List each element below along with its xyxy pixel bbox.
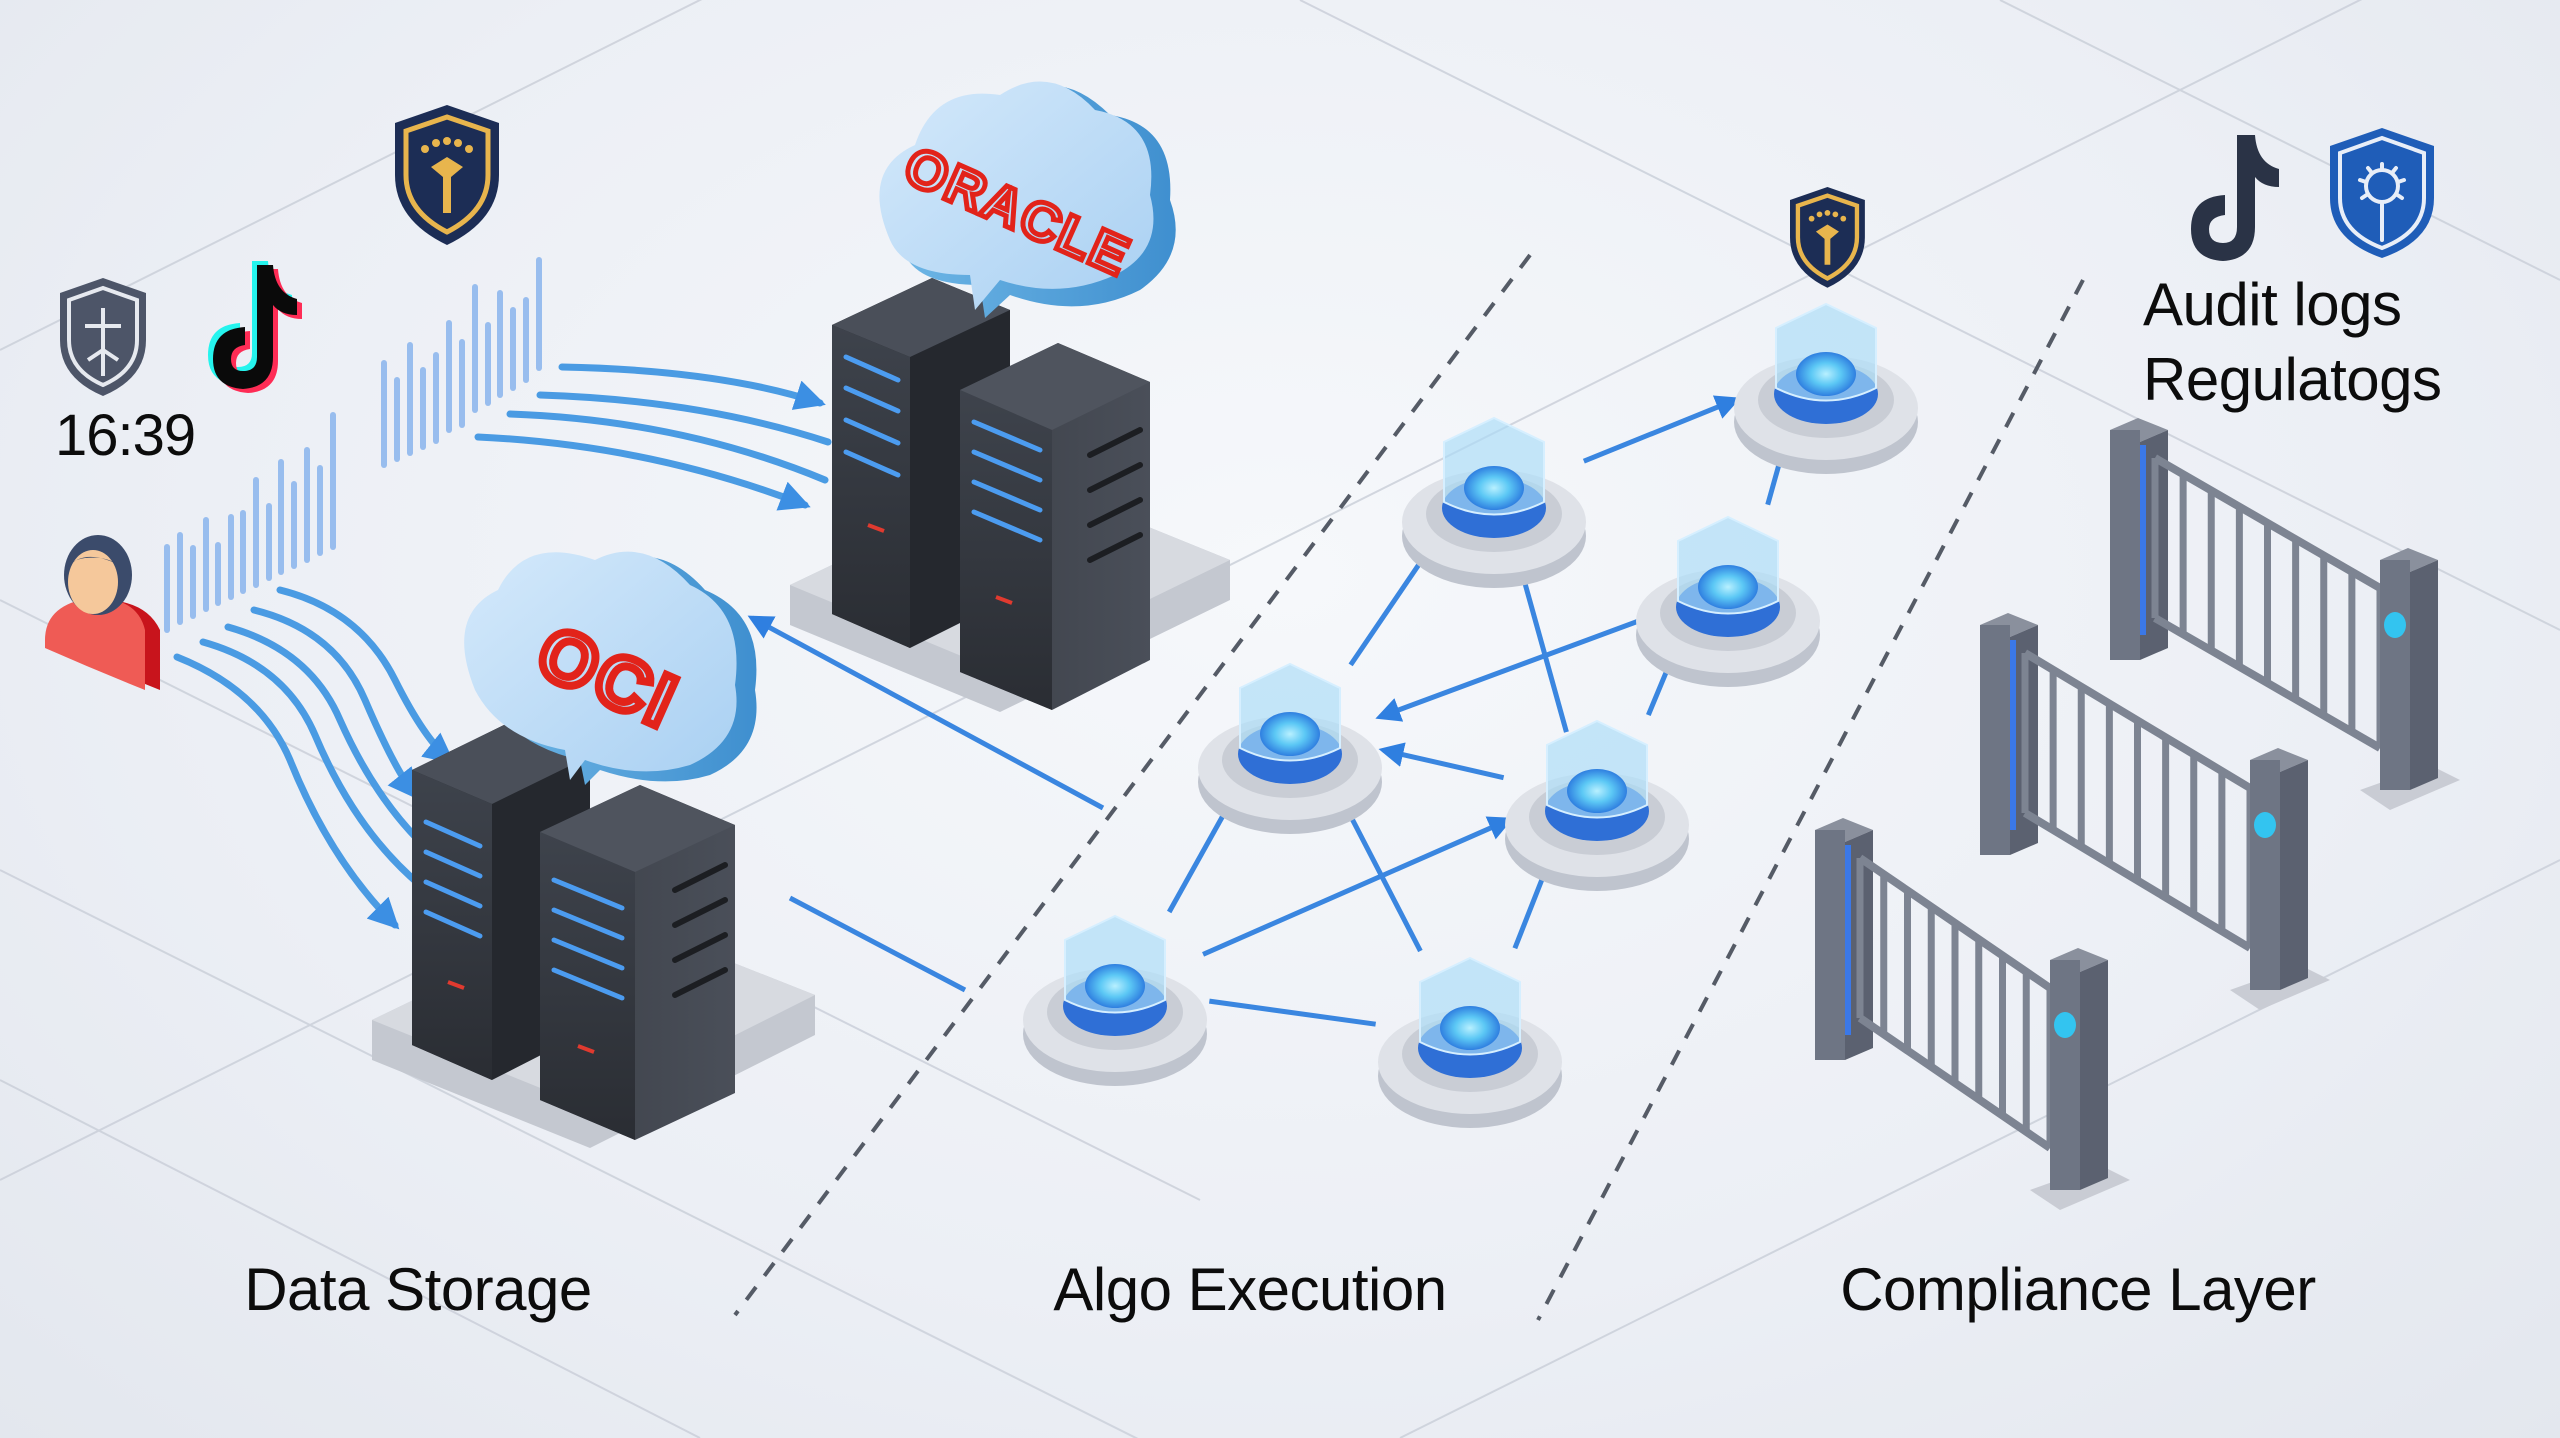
section-label-data-storage: Data Storage (244, 1256, 592, 1323)
server-unit (540, 785, 735, 1140)
algo-edge (1337, 790, 1423, 953)
tiktok-icon (2191, 135, 2279, 261)
blue-shield-icon (2330, 128, 2434, 258)
algo-edge (1378, 742, 1505, 781)
audit-logs-label: Audit logs (2143, 271, 2402, 338)
divider-algo-compliance (1536, 279, 2085, 1321)
compliance-gate (1980, 613, 2330, 1010)
regulatory-logs-label: Regulatogs (2143, 346, 2442, 413)
gold-shield-icon (395, 105, 499, 245)
compliance-gate (2110, 418, 2460, 810)
algo-node (1378, 956, 1562, 1128)
algo-node (1505, 719, 1689, 891)
algo-edge (1582, 395, 1741, 464)
algo-edge (1208, 998, 1377, 1027)
flow-arrows-to-oracle (474, 363, 832, 511)
signal-bars-icon (164, 257, 542, 633)
algo-node (1023, 914, 1207, 1086)
algo-node (1636, 515, 1820, 687)
server-unit (960, 343, 1150, 710)
oracle-cloud: ORACLE (879, 81, 1176, 319)
compliance-gate (1815, 818, 2130, 1210)
algo-to-storage-arrows (747, 615, 1105, 993)
section-label-compliance-layer: Compliance Layer (1840, 1256, 2316, 1323)
gold-shield-icon (1790, 187, 1865, 288)
oracle-server-group: ORACLE (790, 81, 1230, 712)
divider-storage-algo (733, 253, 1532, 1317)
oci-cloud: OCI (464, 551, 757, 785)
oci-server-group: OCI (372, 551, 815, 1148)
algo-node (1198, 662, 1382, 834)
section-label-algo-execution: Algo Execution (1053, 1256, 1447, 1323)
algo-node (1734, 302, 1918, 474)
shield-cross-icon (60, 278, 146, 396)
compliance-gates (1815, 418, 2460, 1210)
flow-arrows-to-oci (173, 586, 455, 930)
algo-nodes (1023, 302, 1918, 1128)
algo-edge (1375, 618, 1639, 722)
algo-node (1402, 416, 1586, 588)
user-icon (45, 535, 160, 690)
algo-edge (1202, 816, 1514, 957)
tiktok-icon (208, 261, 302, 393)
time-label: 16:39 (55, 403, 196, 468)
